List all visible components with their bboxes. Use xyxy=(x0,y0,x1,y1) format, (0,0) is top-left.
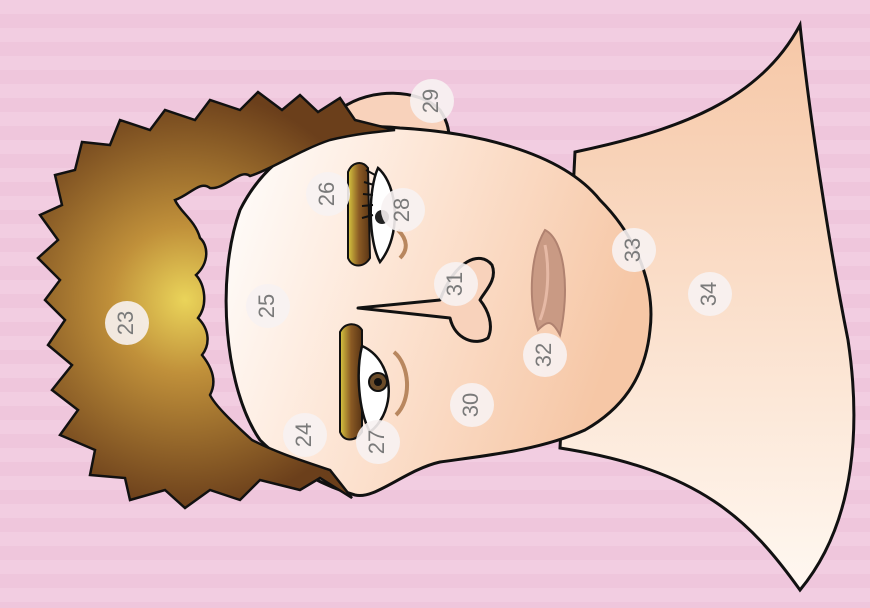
label-upper-eyebrow-text: 26 xyxy=(314,182,339,206)
label-ear: 29 xyxy=(410,79,454,123)
label-chin: 33 xyxy=(612,228,656,272)
label-cheek: 30 xyxy=(450,383,494,427)
label-upper-eye-text: 28 xyxy=(389,198,414,222)
label-temple-lower: 24 xyxy=(283,413,327,457)
label-upper-eye: 28 xyxy=(381,188,425,232)
label-hair: 23 xyxy=(105,301,149,345)
label-neck-text: 34 xyxy=(696,282,721,306)
label-mouth-text: 32 xyxy=(531,343,556,367)
label-forehead-text: 25 xyxy=(254,294,279,318)
label-hair-text: 23 xyxy=(113,311,138,335)
label-chin-text: 33 xyxy=(620,238,645,262)
label-ear-text: 29 xyxy=(418,89,443,113)
label-cheek-text: 30 xyxy=(458,393,483,417)
label-upper-eyebrow: 26 xyxy=(306,172,350,216)
label-lower-eyebrow: 27 xyxy=(356,420,400,464)
label-lower-eyebrow-text: 27 xyxy=(364,430,389,454)
label-nose: 31 xyxy=(434,262,478,306)
upper-eyebrow-shape xyxy=(348,163,370,265)
label-temple-lower-text: 24 xyxy=(291,423,316,447)
label-mouth: 32 xyxy=(523,333,567,377)
label-nose-text: 31 xyxy=(442,272,467,296)
label-neck: 34 xyxy=(688,272,732,316)
label-forehead: 25 xyxy=(246,284,290,328)
